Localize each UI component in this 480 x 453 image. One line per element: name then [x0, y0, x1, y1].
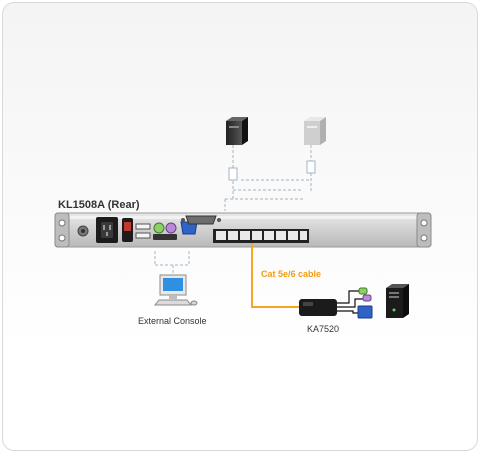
diagram-canvas	[54, 117, 432, 319]
server-icon	[304, 117, 326, 145]
cable-label: Cat 5e/6 cable	[261, 269, 322, 279]
device-title: KL1508A (Rear)	[58, 199, 140, 211]
kvm-adapter-icon	[299, 287, 373, 319]
server-tower-icon	[386, 284, 409, 318]
server-icon	[226, 117, 248, 145]
server-links	[224, 145, 312, 211]
power-switch	[122, 218, 133, 242]
computer-icon	[153, 274, 198, 306]
rj45-ports	[213, 229, 309, 243]
power-socket	[96, 217, 118, 243]
console-link	[154, 251, 190, 275]
external-console-label: External Console	[138, 316, 207, 326]
link-connector	[228, 167, 238, 181]
link-connector	[306, 160, 316, 174]
cat-cable	[251, 243, 299, 308]
db25-port	[181, 215, 221, 225]
console-ports	[135, 221, 198, 240]
adapter-label: KA7520	[307, 324, 340, 334]
